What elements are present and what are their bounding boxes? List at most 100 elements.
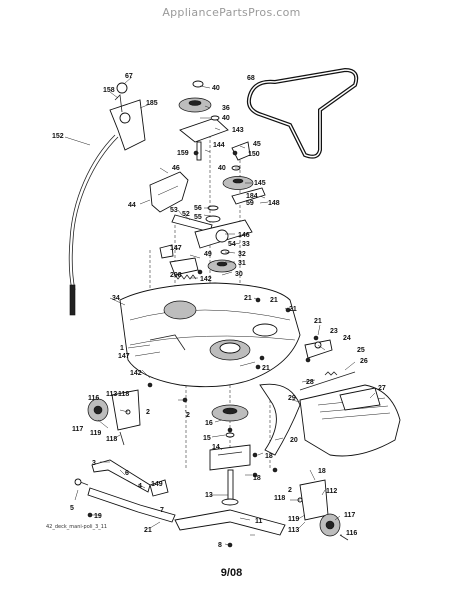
callout-208: 208	[170, 272, 182, 279]
callout-23: 23	[330, 328, 338, 335]
callout-113: 113	[106, 391, 117, 398]
watermark: AppliancePartsPros.com	[162, 6, 301, 19]
callout-1: 1	[120, 345, 124, 352]
callout-67: 67	[125, 73, 133, 80]
callout-18: 18	[253, 475, 261, 482]
callout-5: 5	[70, 505, 74, 512]
callout-118: 118	[274, 495, 285, 502]
callout-2: 2	[146, 409, 150, 416]
callout-184: 184	[246, 193, 258, 200]
callout-21: 21	[144, 527, 152, 534]
callout-44: 44	[128, 202, 136, 209]
callout-21: 21	[244, 295, 252, 302]
callout-149: 149	[151, 481, 163, 488]
callout-152: 152	[52, 133, 64, 140]
callout-25: 25	[357, 347, 365, 354]
callout-32: 32	[238, 251, 246, 258]
callout-29: 29	[288, 395, 296, 402]
callout-13: 13	[205, 492, 213, 499]
callout-119: 119	[288, 516, 299, 523]
callout-55: 55	[194, 214, 202, 221]
callout-54: 54	[228, 241, 236, 248]
callout-118: 118	[118, 391, 129, 398]
callout-15: 15	[203, 435, 211, 442]
callout-4: 4	[138, 483, 142, 490]
callout-119: 119	[90, 430, 101, 437]
drive-belt	[246, 67, 359, 159]
leader-lines	[64, 76, 376, 546]
callout-34: 34	[112, 295, 120, 302]
callout-24: 24	[343, 335, 351, 342]
callout-56: 56	[194, 205, 202, 212]
callout-147: 147	[118, 353, 130, 360]
spindle-assembly	[209, 404, 251, 506]
callout-116: 116	[88, 395, 99, 402]
callout-20: 20	[290, 437, 298, 444]
callout-28: 28	[306, 379, 314, 386]
callout-45: 45	[253, 141, 261, 148]
callout-11: 11	[255, 518, 263, 525]
callout-27: 27	[378, 385, 386, 392]
callout-144: 144	[213, 142, 225, 149]
callout-49: 49	[204, 251, 212, 258]
callout-116: 116	[346, 530, 357, 537]
right-gauge-wheel	[297, 479, 349, 541]
fasteners	[87, 150, 319, 548]
revision-date: 9/08	[220, 567, 243, 579]
callout-16: 16	[205, 420, 213, 427]
callout-33: 33	[242, 241, 250, 248]
callout-19: 19	[94, 513, 102, 520]
callout-40: 40	[218, 165, 226, 172]
hanger-bars	[74, 459, 176, 523]
callout-2: 2	[288, 487, 292, 494]
callout-148: 148	[268, 200, 280, 207]
callout-142: 142	[200, 276, 212, 283]
callout-40: 40	[212, 85, 220, 92]
callout-142: 142	[130, 370, 142, 377]
callout-18: 18	[318, 468, 326, 475]
callout-118: 118	[106, 436, 117, 443]
belt-guard	[149, 171, 189, 213]
callout-21: 21	[270, 297, 278, 304]
callout-30: 30	[235, 271, 243, 278]
callout-40: 40	[222, 115, 230, 122]
callout-21: 21	[314, 318, 322, 325]
discharge-chute	[299, 384, 401, 457]
callout-21: 21	[262, 365, 270, 372]
callout-143: 143	[232, 127, 244, 134]
left-gauge-wheel	[87, 389, 141, 446]
callout-52: 52	[182, 211, 190, 218]
lever-bracket	[109, 82, 146, 151]
callout-2: 2	[186, 412, 190, 419]
callout-18: 18	[265, 453, 273, 460]
callout-68: 68	[247, 75, 255, 82]
callout-labels: 67 158 185 152 40 36 40 143 144 159 45 1…	[52, 73, 386, 549]
diagram-id: 42_deck_mani-poli_3_11	[46, 524, 108, 530]
callout-117: 117	[72, 426, 83, 433]
callout-59: 59	[246, 200, 254, 207]
callout-21: 21	[289, 306, 297, 313]
callout-26: 26	[360, 358, 368, 365]
mower-blade	[174, 509, 286, 536]
callout-159: 159	[177, 150, 189, 157]
callout-150: 150	[248, 151, 260, 158]
callout-145: 145	[254, 180, 266, 187]
deflector	[259, 383, 301, 456]
callout-158: 158	[103, 87, 115, 94]
chute-rod	[299, 339, 356, 391]
callout-112: 112	[326, 488, 337, 495]
callout-6: 6	[125, 470, 129, 477]
control-cable	[68, 134, 119, 316]
mower-deck	[119, 282, 301, 388]
callout-8: 8	[218, 542, 222, 549]
callout-146: 146	[238, 232, 250, 239]
callout-31: 31	[238, 260, 246, 267]
callout-46: 46	[172, 165, 180, 172]
callout-36: 36	[222, 105, 230, 112]
callout-113: 113	[288, 527, 299, 534]
callout-53: 53	[170, 207, 178, 214]
callout-7: 7	[160, 507, 164, 514]
callout-14: 14	[212, 444, 220, 451]
spring	[174, 274, 197, 280]
